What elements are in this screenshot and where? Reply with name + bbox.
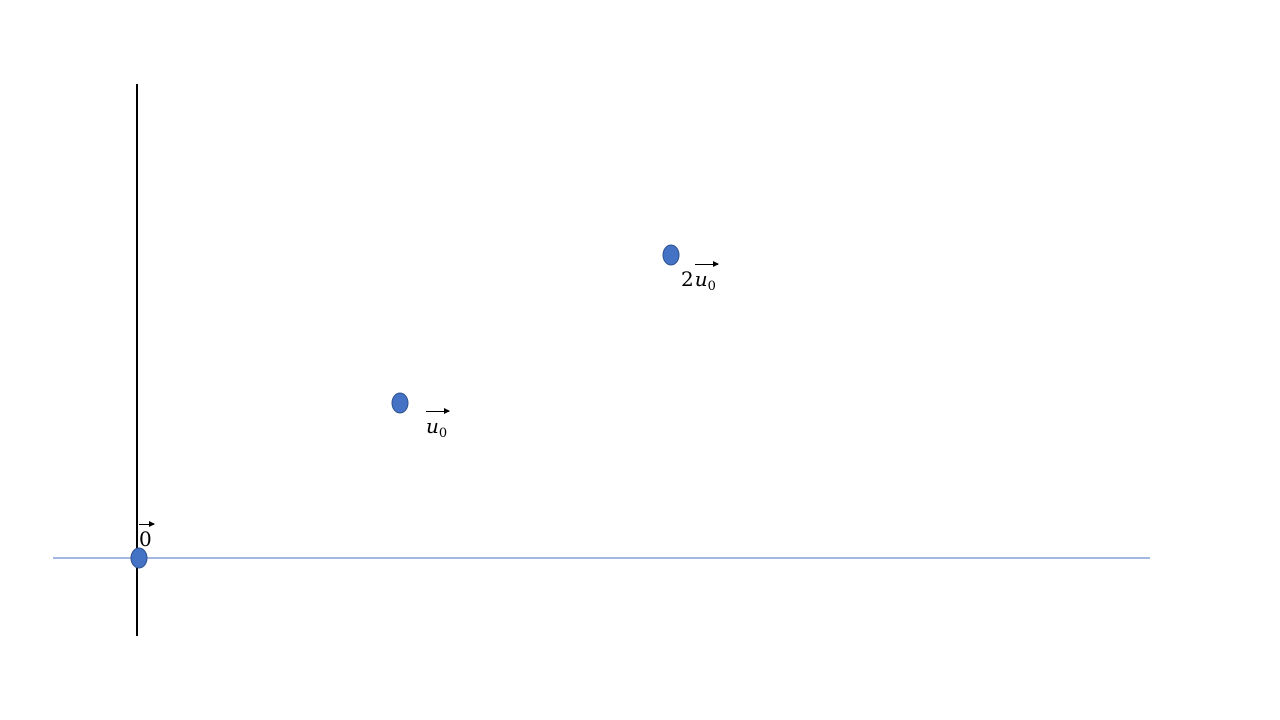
u0-label: u0: [426, 408, 451, 441]
zero-vector-symbol: 0: [139, 521, 155, 551]
two-u0-coefficient: 2: [681, 267, 694, 291]
two-u0-base-letter: u: [694, 267, 708, 291]
u0-base-letter: u: [426, 414, 439, 438]
u0-point: [391, 392, 409, 414]
two-u0-subscript: 0: [707, 279, 716, 294]
two-u0-vector-symbol: u0: [694, 261, 720, 294]
u0-subscript: 0: [438, 426, 448, 441]
two-u0-point: [662, 244, 680, 266]
origin-label: 0: [139, 521, 155, 551]
two-u0-label: 2u0: [681, 261, 720, 294]
origin-point: [130, 547, 148, 569]
u0-vector-symbol: u0: [426, 408, 451, 441]
